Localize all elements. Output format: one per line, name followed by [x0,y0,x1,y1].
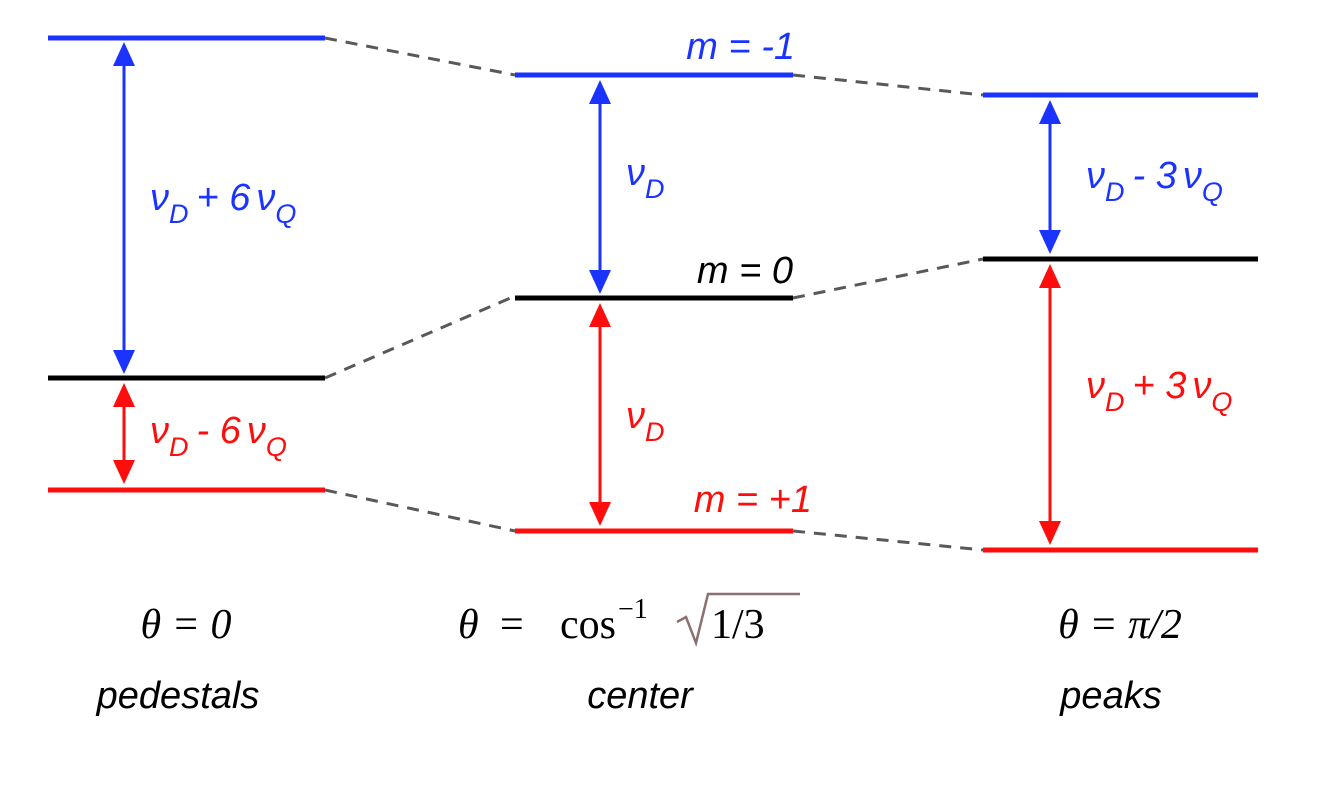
caption-center: center [587,675,694,717]
connector-upper-left [324,36,516,77]
arrow-left-lower [113,383,135,484]
caption-peaks: peaks [1059,675,1161,717]
caption-pedestals: pedestals [96,675,260,717]
connector-lines [324,36,984,552]
arrow-center-upper [589,80,611,294]
gap-label-center-lower: νD [626,395,665,447]
level-label-m-minus-1: m = -1 [686,26,795,68]
arrow-left-upper [113,42,135,374]
sqrt-sign [676,592,800,648]
energy-levels [48,35,1258,553]
svg-text:1/3: 1/3 [711,602,765,648]
svg-text:−1: −1 [618,594,648,625]
transition-arrows [113,42,1061,545]
level-label-m-plus-1: m = +1 [694,479,812,521]
connector-middle-left [324,294,516,380]
connector-upper-right [792,73,984,97]
theta-label-right: θ = π/2 [1058,602,1182,648]
theta-label-left: θ = 0 [141,602,232,648]
arrow-center-lower [589,303,611,526]
connector-lower-left [324,488,516,533]
svg-text:θ: θ [458,602,479,648]
theta-label-center: θ = cos −1 1/3 [458,592,800,648]
level-label-m-0: m = 0 [697,250,793,292]
connector-lower-right [792,529,984,552]
svg-text:=: = [500,602,524,648]
arrow-right-lower [1039,264,1061,545]
gap-label-center-upper: νD [626,152,665,204]
svg-text:cos: cos [560,602,616,648]
arrow-right-upper [1039,100,1061,254]
connector-middle-right [792,257,984,300]
